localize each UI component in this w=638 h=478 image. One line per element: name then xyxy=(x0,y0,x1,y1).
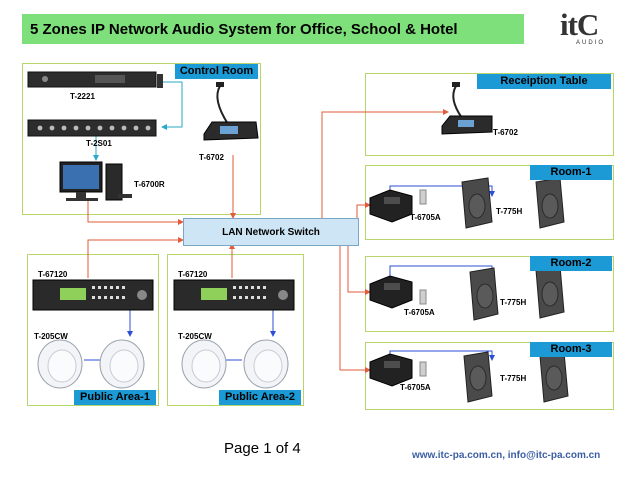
label-t775h-room1: T-775H xyxy=(496,207,523,216)
reception-label: Receiption Table xyxy=(477,74,611,89)
public-area-1-label: Public Area-1 xyxy=(74,390,156,405)
public-area-2-label: Public Area-2 xyxy=(219,390,301,405)
page-indicator: Page 1 of 4 xyxy=(224,440,301,457)
control-room-box xyxy=(22,63,261,215)
label-t205cw-public2: T-205CW xyxy=(178,332,212,341)
label-t6702-reception: T-6702 xyxy=(493,128,518,137)
label-t6705a-room2: T-6705A xyxy=(404,308,435,317)
label-t775h-room2: T-775H xyxy=(500,298,527,307)
lan-network-switch: LAN Network Switch xyxy=(183,218,359,246)
switch-label: LAN Network Switch xyxy=(222,226,320,238)
logo-sub-text: AUDIO xyxy=(576,40,606,46)
label-t6700r: T-6700R xyxy=(134,180,165,189)
room1-label: Room-1 xyxy=(530,165,612,180)
label-t2s01: T-2S01 xyxy=(86,139,112,148)
contact-info: www.itc-pa.com.cn, info@itc-pa.com.cn xyxy=(412,450,601,461)
label-t775h-room3: T-775H xyxy=(500,374,527,383)
control-room-label: Control Room xyxy=(175,64,258,79)
label-t6705a-room3: T-6705A xyxy=(400,383,431,392)
room3-label: Room-3 xyxy=(530,342,612,357)
itc-logo: itC AUDIO xyxy=(560,7,612,50)
label-t205cw-public1: T-205CW xyxy=(34,332,68,341)
page-title: 5 Zones IP Network Audio System for Offi… xyxy=(30,20,458,38)
logo-main-text: itC xyxy=(560,7,599,42)
label-t6705a-room1: T-6705A xyxy=(410,213,441,222)
label-t6702-control: T-6702 xyxy=(199,153,224,162)
label-t67120-public1: T-67120 xyxy=(38,270,68,279)
title-bar: 5 Zones IP Network Audio System for Offi… xyxy=(22,14,524,44)
label-t2221: T-2221 xyxy=(70,92,95,101)
room2-label: Room-2 xyxy=(530,256,612,271)
label-t67120-public2: T-67120 xyxy=(178,270,208,279)
